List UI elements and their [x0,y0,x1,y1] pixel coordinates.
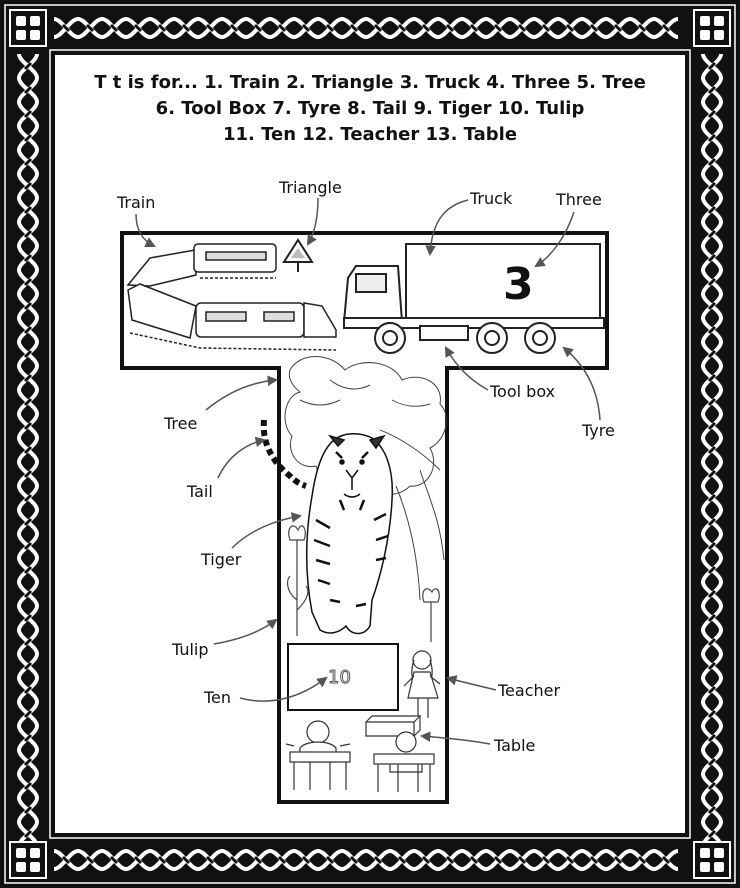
tiger-illustration [260,419,394,635]
arrow-three [534,211,575,268]
arrow-table [419,731,491,745]
braid-left [17,53,39,847]
label-tool-box: Tool box [489,382,555,401]
label-tail: Tail [186,482,213,501]
train-illustration [126,243,337,351]
arrow-truck [425,199,469,257]
pointer-arrows [135,197,601,745]
arrow-tulip [213,618,278,645]
title-line-3: 11. Ten 12. Teacher 13. Table [222,124,518,145]
ten-card [287,643,399,711]
label-triangle: Triangle [278,178,342,197]
corner-ornament-top-left [9,9,47,47]
label-teacher: Teacher [497,681,560,700]
arrow-tree [205,375,279,411]
tool-box-drawing [419,325,469,341]
arrow-tiger [231,512,303,549]
label-three: Three [555,190,602,209]
corner-ornament-top-right [693,9,731,47]
label-train: Train [116,193,155,212]
arrow-tyre [562,346,601,421]
arrow-train [135,213,156,247]
table-and-students-illustration [285,715,435,792]
title-line-1: T t is for... 1. Train 2. Triangle 3. Tr… [94,72,646,93]
label-ten: Ten [203,688,231,707]
label-tree: Tree [163,414,197,433]
tulip-illustration [286,525,440,642]
arrow-triangle [306,197,319,246]
arrow-teacher [445,675,497,691]
ten-number: 10 [328,667,351,688]
arrow-ten [239,676,328,702]
truck-illustration [342,243,605,354]
braid-bottom [53,849,679,871]
label-tyre: Tyre [581,421,615,440]
corner-ornament-bottom-left [9,841,47,879]
arrow-tail [217,436,267,479]
label-tulip: Tulip [171,640,209,659]
truck-number-three: 3 [503,259,534,310]
teacher-illustration [403,650,441,718]
tree-illustration [284,356,447,601]
label-truck: Truck [469,189,513,208]
braid-right [701,53,723,847]
triangle-sign-illustration [282,238,314,272]
corner-ornament-bottom-right [693,841,731,879]
label-table: Table [493,736,535,755]
worksheet-title: T t is for... 1. Train 2. Triangle 3. Tr… [56,70,684,148]
title-line-2: 6. Tool Box 7. Tyre 8. Tail 9. Tiger 10.… [155,98,585,119]
label-tiger: Tiger [200,550,242,569]
braid-top [53,17,679,39]
arrow-tool-box [444,346,489,391]
